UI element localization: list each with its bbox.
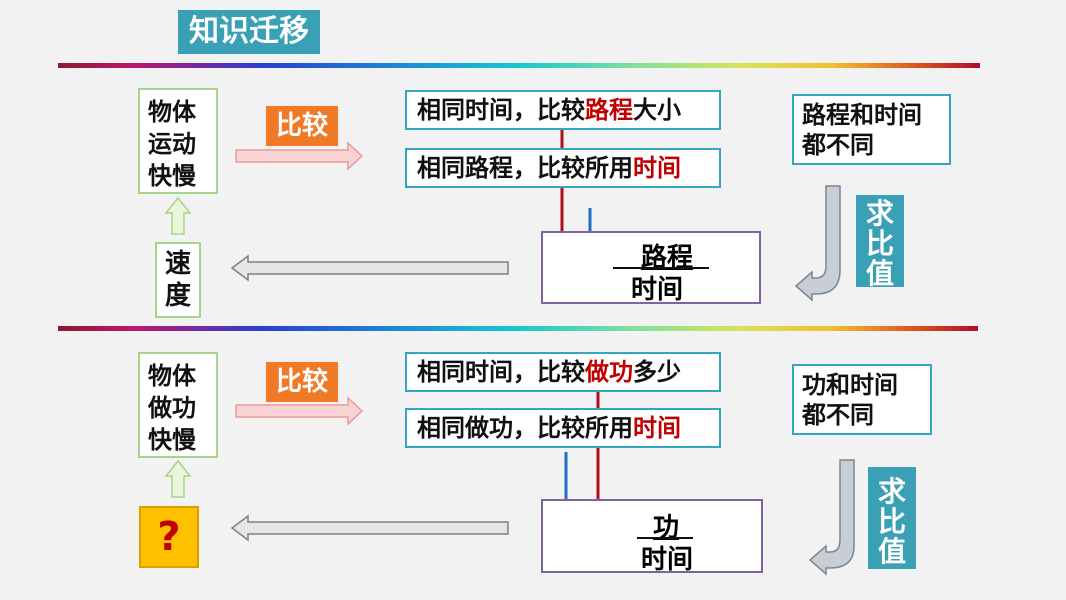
compare-label-top: 比较 [266, 106, 338, 146]
middle-divider [58, 326, 978, 331]
fraction-box-top: 路程 时间 [541, 231, 761, 305]
fraction-denominator: 时间 [630, 275, 683, 305]
fraction-bar [637, 537, 693, 539]
both-differ-box-bottom: 功和时间 都不同 [792, 364, 932, 435]
same-work-compare-time: 相同做功，比较所用时间 [405, 408, 721, 448]
up-arrow-top [164, 196, 192, 235]
same-distance-compare-time: 相同路程，比较所用时间 [405, 148, 721, 188]
unknown-quantity-box: ? [139, 506, 199, 568]
page-title: 知识迁移 [178, 10, 320, 54]
curve-arrow-top [794, 185, 841, 302]
fraction-denominator: 时间 [640, 545, 693, 575]
same-time-compare-work: 相同时间，比较做功多少 [405, 352, 721, 392]
work-rate-box: 物体 做功 快慢 [138, 352, 218, 458]
compare-arrow-top [235, 141, 364, 171]
motion-speed-box: 物体 运动 快慢 [138, 88, 218, 194]
top-divider [58, 63, 980, 68]
compare-arrow-bottom [235, 396, 364, 426]
same-time-compare-distance: 相同时间，比较路程大小 [405, 90, 721, 130]
speed-box: 速 度 [155, 242, 201, 318]
ratio-label-top: 求 比 值 [856, 195, 904, 289]
curve-arrow-bottom [808, 459, 855, 576]
fraction-bar [613, 267, 709, 269]
left-arrow-bottom [230, 514, 509, 542]
up-arrow-bottom [164, 459, 192, 498]
left-arrow-top [230, 254, 509, 282]
ratio-label-bottom: 求 比 值 [868, 467, 916, 569]
both-differ-box-top: 路程和时间 都不同 [792, 94, 951, 165]
compare-label-bottom: 比较 [266, 362, 338, 402]
fraction-box-bottom: 功 时间 [541, 499, 763, 575]
